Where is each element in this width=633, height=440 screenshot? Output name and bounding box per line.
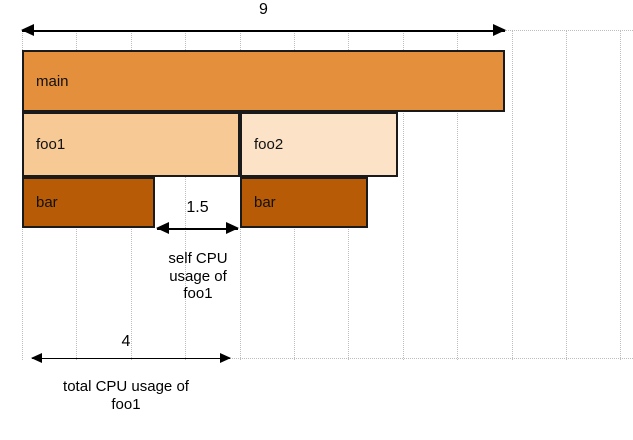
measure-label-self-foo1: 1.5 bbox=[186, 199, 209, 216]
gridline-7 bbox=[403, 30, 404, 360]
arrow-head-left-icon bbox=[156, 222, 169, 234]
gridline-9 bbox=[512, 30, 513, 360]
gridline-3 bbox=[185, 30, 186, 360]
caption-self-cpu-usage: self CPU usage of foo1 bbox=[122, 250, 274, 303]
arrow-shaft bbox=[32, 358, 230, 359]
measure-label-total-foo1: 4 bbox=[121, 333, 131, 350]
arrow-shaft bbox=[22, 30, 505, 32]
arrow-head-right-icon bbox=[226, 222, 239, 234]
arrow-head-left-icon bbox=[21, 24, 34, 36]
grid-guide-bottom bbox=[230, 358, 633, 359]
arrow-head-right-icon bbox=[493, 24, 506, 36]
frame-foo2[interactable]: foo2 bbox=[240, 112, 398, 177]
caption-total-cpu-usage: total CPU usage of foo1 bbox=[22, 378, 230, 413]
measure-label-total-main: 9 bbox=[259, 1, 268, 18]
frame-foo1[interactable]: foo1 bbox=[22, 112, 240, 177]
frame-label-bar-right: bar bbox=[254, 194, 276, 211]
frame-label-bar-left: bar bbox=[36, 194, 58, 211]
frame-label-foo2: foo2 bbox=[254, 136, 284, 153]
caption-total-line-2: foo1 bbox=[111, 395, 141, 413]
frame-label-main: main bbox=[36, 72, 69, 90]
gridline-10 bbox=[566, 30, 567, 360]
arrow-head-right-icon bbox=[220, 353, 231, 363]
caption-total-line-1: total CPU usage of bbox=[63, 378, 189, 395]
gridline-8 bbox=[457, 30, 458, 360]
grid-guide-top bbox=[505, 30, 633, 31]
gridline-11 bbox=[620, 30, 621, 360]
frame-main[interactable]: main bbox=[22, 50, 505, 112]
caption-self-line-2: usage of bbox=[169, 267, 227, 285]
frame-bar-left[interactable]: bar bbox=[22, 177, 155, 228]
arrow-head-left-icon bbox=[31, 353, 42, 363]
caption-self-line-1: self CPU bbox=[168, 250, 228, 267]
frame-bar-right[interactable]: bar bbox=[240, 177, 368, 228]
arrow-shaft bbox=[157, 228, 238, 230]
caption-self-line-3: foo1 bbox=[183, 285, 213, 303]
frame-label-foo1: foo1 bbox=[36, 136, 66, 153]
